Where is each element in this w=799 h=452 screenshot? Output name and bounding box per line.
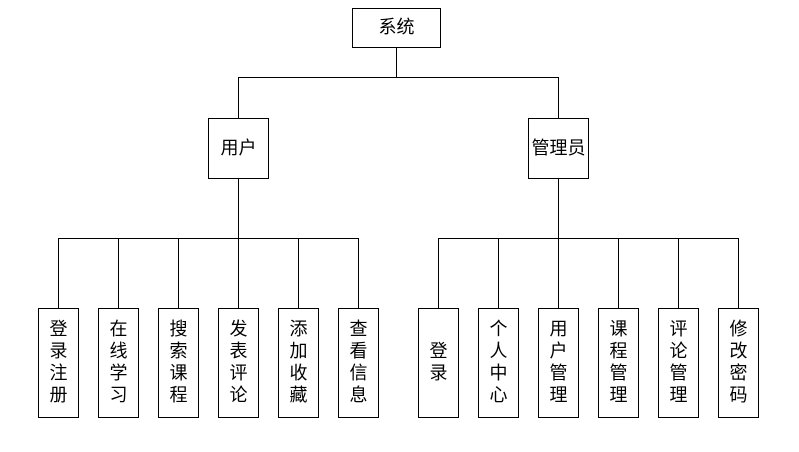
leaf-node-char: 登: [429, 341, 448, 362]
root-node: 系统: [352, 8, 441, 48]
leaf-node-char: 程: [609, 341, 628, 362]
leaf-node-char: 课: [609, 319, 628, 340]
leaf-node-char: 码: [729, 385, 748, 406]
leaf-node-char: 人: [489, 341, 508, 362]
leaf-node-char: 理: [609, 385, 628, 406]
leaf-node: 搜索课程: [158, 308, 199, 418]
leaf-node-char: 管: [549, 363, 568, 384]
connector-line: [738, 238, 739, 308]
leaf-node-char: 藏: [289, 385, 308, 406]
connector-line: [118, 238, 119, 308]
leaf-node-char: 修: [729, 319, 748, 340]
leaf-node-char: 理: [669, 385, 688, 406]
leaf-node: 查看信息: [338, 308, 379, 418]
leaf-node-char: 改: [729, 341, 748, 362]
leaf-node-char: 密: [729, 363, 748, 384]
leaf-node-char: 索: [169, 341, 188, 362]
connector-line: [238, 77, 239, 118]
leaf-node-char: 线: [109, 341, 128, 362]
leaf-node: 登录注册: [38, 308, 79, 418]
connector-line: [178, 238, 179, 308]
leaf-node-char: 程: [169, 385, 188, 406]
leaf-node: 评论管理: [658, 308, 699, 418]
leaf-node: 用户管理: [538, 308, 579, 418]
leaf-node-char: 学: [109, 363, 128, 384]
leaf-node: 课程管理: [598, 308, 639, 418]
leaf-node-char: 发: [229, 319, 248, 340]
leaf-node-char: 评: [669, 319, 688, 340]
leaf-node-char: 个: [489, 319, 508, 340]
connector-line: [438, 238, 739, 239]
leaf-node-char: 理: [549, 385, 568, 406]
leaf-node-char: 管: [609, 363, 628, 384]
leaf-node: 修改密码: [718, 308, 759, 418]
connector-line: [438, 238, 439, 308]
leaf-node-char: 评: [229, 363, 248, 384]
leaf-node-char: 录: [429, 363, 448, 384]
leaf-node-char: 登: [49, 319, 68, 340]
leaf-node: 在线学习: [98, 308, 139, 418]
connector-line: [498, 238, 499, 308]
connector-line: [238, 179, 239, 238]
leaf-node-char: 在: [109, 319, 128, 340]
connector-line: [558, 179, 559, 238]
leaf-node-char: 息: [349, 385, 368, 406]
leaf-node-char: 中: [489, 363, 508, 384]
connector-line: [238, 238, 239, 308]
leaf-node-char: 管: [669, 363, 688, 384]
leaf-node-char: 看: [349, 341, 368, 362]
group-node-admin: 管理员: [528, 118, 589, 179]
leaf-node-char: 用: [549, 319, 568, 340]
connector-line: [558, 77, 559, 118]
leaf-node-char: 习: [109, 385, 128, 406]
connector-line: [678, 238, 679, 308]
connector-line: [58, 238, 359, 239]
connector-line: [238, 77, 559, 78]
leaf-node: 添加收藏: [278, 308, 319, 418]
leaf-node-char: 搜: [169, 319, 188, 340]
leaf-node-char: 查: [349, 319, 368, 340]
leaf-node-char: 心: [489, 385, 508, 406]
group-node-user: 用户: [208, 118, 269, 179]
leaf-node-char: 录: [49, 341, 68, 362]
connector-line: [58, 238, 59, 308]
connector-line: [298, 238, 299, 308]
connector-line: [396, 48, 397, 77]
leaf-node-char: 册: [49, 385, 68, 406]
leaf-node-char: 户: [549, 341, 568, 362]
group-node-label: 管理员: [531, 137, 586, 159]
leaf-node-char: 添: [289, 319, 308, 340]
leaf-node: 个人中心: [478, 308, 519, 418]
group-node-label: 用户: [220, 137, 257, 159]
leaf-node-char: 收: [289, 363, 308, 384]
leaf-node-char: 论: [669, 341, 688, 362]
leaf-node: 发表评论: [218, 308, 259, 418]
leaf-node-char: 信: [349, 363, 368, 384]
connector-line: [358, 238, 359, 308]
leaf-node-char: 注: [49, 363, 68, 384]
leaf-node-char: 课: [169, 363, 188, 384]
leaf-node-char: 加: [289, 341, 308, 362]
connector-line: [618, 238, 619, 308]
connector-line: [558, 238, 559, 308]
root-node-label: 系统: [378, 17, 415, 38]
leaf-node-char: 论: [229, 385, 248, 406]
leaf-node: 登录: [418, 308, 459, 418]
leaf-node-char: 表: [229, 341, 248, 362]
